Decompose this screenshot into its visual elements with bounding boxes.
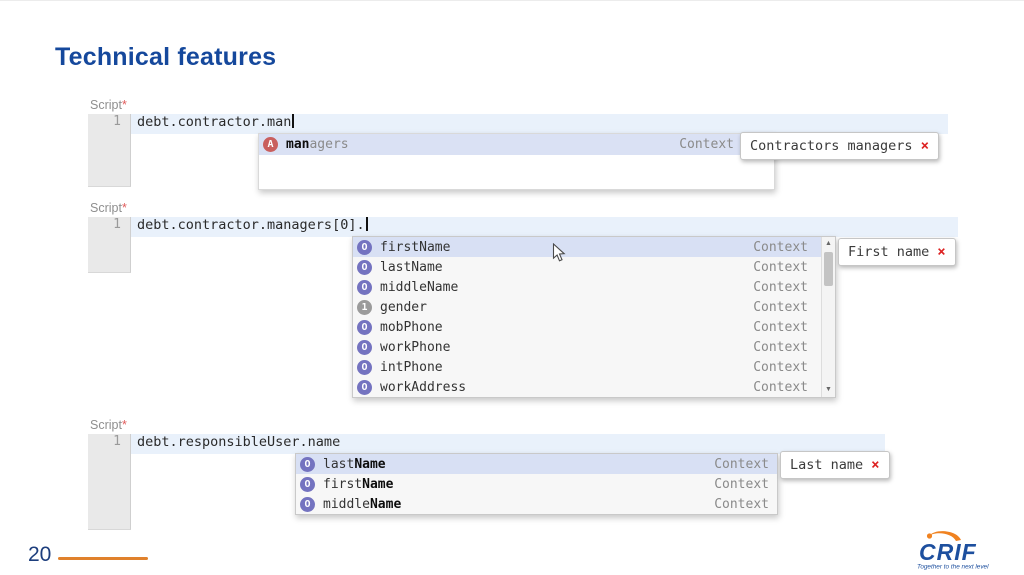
dropdown-scrollbar[interactable]: ▲ ▼ xyxy=(821,237,835,397)
logo-comet-icon xyxy=(929,531,961,541)
context-badge: Context xyxy=(753,259,808,275)
code-line[interactable]: debt.responsibleUser.name xyxy=(131,434,885,454)
item-type-icon: 1 xyxy=(357,299,372,315)
context-tag[interactable]: First name × xyxy=(838,238,956,266)
line-number-gutter: 1 xyxy=(88,434,131,530)
script-label-text: Script xyxy=(90,98,122,112)
item-type-icon: O xyxy=(357,339,372,355)
autocomplete-item[interactable]: 1 gender Context xyxy=(353,297,822,317)
code-text: debt.responsibleUser.name xyxy=(137,434,341,450)
context-badge: Context xyxy=(753,279,808,295)
item-label: mobPhone xyxy=(380,319,443,335)
item-type-icon: O xyxy=(357,319,372,335)
item-label: lastName xyxy=(380,259,443,275)
logo-tagline: Together to the next level xyxy=(917,564,989,571)
text-caret xyxy=(365,217,368,231)
required-asterisk: * xyxy=(121,98,127,112)
context-tag-label: Last name xyxy=(790,457,864,473)
line-number-gutter: 1 xyxy=(88,114,131,187)
context-tag-label: Contractors managers xyxy=(750,138,913,154)
line-number: 1 xyxy=(113,217,121,232)
remove-tag-icon[interactable]: × xyxy=(937,244,946,260)
text-caret xyxy=(292,114,295,128)
context-badge: Context xyxy=(753,379,808,395)
line-number: 1 xyxy=(113,114,121,129)
context-badge: Context xyxy=(753,339,808,355)
line-number-gutter: 1 xyxy=(88,217,131,273)
crif-logo: CRIF Together to the next level xyxy=(905,527,1017,575)
scroll-up-icon[interactable]: ▲ xyxy=(825,240,832,247)
context-badge: Context xyxy=(679,137,734,152)
item-label: workPhone xyxy=(380,339,451,355)
item-label: firstName xyxy=(380,239,451,255)
item-label: firstName xyxy=(323,476,394,492)
context-badge: Context xyxy=(714,496,769,512)
context-badge: Context xyxy=(714,456,769,472)
context-badge: Context xyxy=(753,359,808,375)
scroll-down-icon[interactable]: ▼ xyxy=(825,386,832,393)
scrollbar-thumb[interactable] xyxy=(824,252,833,286)
item-type-icon: O xyxy=(357,379,372,395)
script-label-text: Script xyxy=(90,418,122,432)
code-line[interactable]: debt.contractor.man xyxy=(131,114,948,134)
page-title: Technical features xyxy=(55,43,277,71)
script-label: Script* xyxy=(90,418,885,432)
logo-brand: CRIF xyxy=(919,539,977,565)
code-area[interactable]: debt.responsibleUser.name xyxy=(131,434,885,530)
code-area[interactable]: debt.contractor.man xyxy=(131,114,948,187)
item-label: intPhone xyxy=(380,359,443,375)
item-label: managers xyxy=(286,137,349,152)
item-type-icon: A xyxy=(263,137,278,152)
item-label: lastName xyxy=(323,456,386,472)
script-label: Script* xyxy=(90,98,948,112)
line-number: 1 xyxy=(113,434,121,449)
item-type-icon: O xyxy=(300,476,315,492)
item-type-icon: O xyxy=(357,259,372,275)
context-badge: Context xyxy=(753,299,808,315)
item-label: workAddress xyxy=(380,379,467,395)
item-label: middleName xyxy=(323,496,402,512)
item-type-icon: O xyxy=(300,496,315,512)
item-type-icon: O xyxy=(357,239,372,255)
code-area[interactable]: debt.contractor.managers[0]. xyxy=(131,217,958,273)
required-asterisk: * xyxy=(121,201,127,215)
remove-tag-icon[interactable]: × xyxy=(920,138,929,154)
context-tag[interactable]: Last name × xyxy=(780,451,890,479)
item-type-icon: O xyxy=(357,359,372,375)
script-label: Script* xyxy=(90,201,958,215)
context-badge: Context xyxy=(753,319,808,335)
required-asterisk: * xyxy=(121,418,127,432)
item-label: gender xyxy=(380,299,427,315)
page-number: 20 xyxy=(28,543,52,566)
item-label: middleName xyxy=(380,279,459,295)
script-label-text: Script xyxy=(90,201,122,215)
context-badge: Context xyxy=(753,239,808,255)
item-type-icon: O xyxy=(357,279,372,295)
code-text: debt.contractor.managers[0]. xyxy=(137,217,365,233)
item-type-icon: O xyxy=(300,456,315,472)
remove-tag-icon[interactable]: × xyxy=(871,457,880,473)
code-line[interactable]: debt.contractor.managers[0]. xyxy=(131,217,958,237)
context-tag[interactable]: Contractors managers × xyxy=(740,132,939,160)
footer-accent-line xyxy=(58,557,148,560)
code-text: debt.contractor.man xyxy=(137,114,292,130)
context-badge: Context xyxy=(714,476,769,492)
mouse-cursor xyxy=(552,242,566,268)
context-tag-label: First name xyxy=(848,244,930,260)
